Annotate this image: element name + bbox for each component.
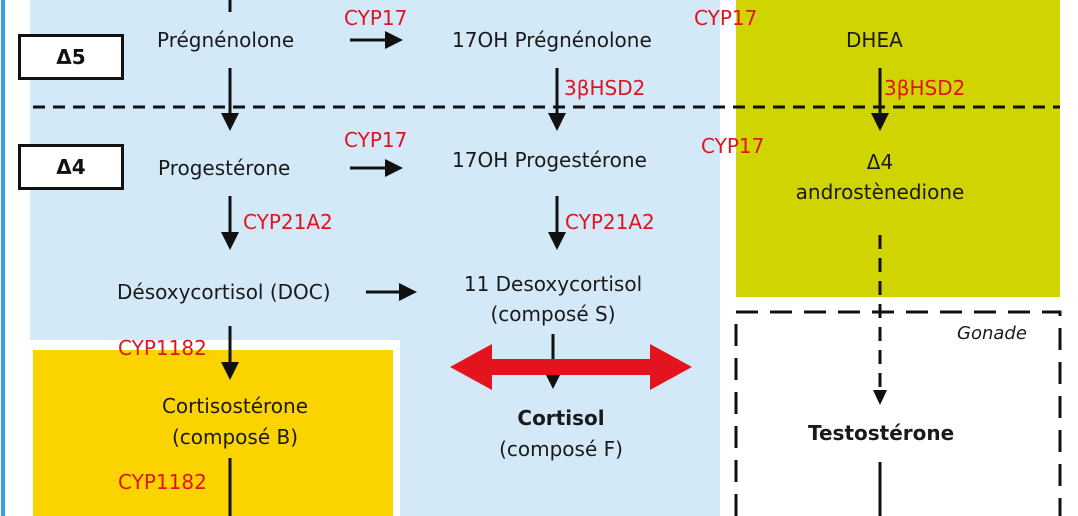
progesterone: Progestérone (158, 156, 291, 180)
mineralocorticoid-zone (33, 350, 393, 516)
delta4-badge: Δ4 (18, 144, 124, 190)
desoxycortisol11-line1: 11 Desoxycortisol (463, 272, 643, 296)
desoxycortisol-doc: Désoxycortisol (DOC) (117, 280, 331, 304)
delta5-label: Δ5 (56, 45, 86, 69)
delta4-label: Δ4 (56, 155, 86, 179)
pregnenolone: Prégnénolone (157, 28, 295, 52)
enzyme-hsd-b: 3βHSD2 (884, 76, 966, 100)
enzyme-cyp11-b: CYP1182 (118, 470, 207, 494)
enzyme-cyp21-b: CYP21A2 (565, 210, 655, 234)
adrenal-zone (30, 0, 720, 340)
enzyme-hsd-a: 3βHSD2 (564, 76, 646, 100)
delta5-badge: Δ5 (18, 34, 124, 80)
enzyme-cyp21-a: CYP21A2 (243, 210, 333, 234)
enzyme-cyp17-b: CYP17 (694, 6, 758, 30)
testosterone: Testostérone (808, 421, 955, 445)
androstenedione-line2: androstènedione (795, 180, 965, 204)
enzyme-cyp17-d: CYP17 (701, 134, 765, 158)
oh-progesterone: 17OH Progestérone (452, 148, 647, 172)
oh-pregnenolone: 17OH Prégnénolone (452, 28, 652, 52)
corticosterone-line2: (composé B) (171, 425, 299, 449)
enzyme-cyp11-a: CYP1182 (118, 336, 207, 360)
enzyme-cyp17-a: CYP17 (344, 6, 408, 30)
androgen-zone (736, 0, 1060, 297)
desoxycortisol11-line2: (composé S) (490, 302, 616, 326)
double-arrow (450, 344, 692, 390)
corticosterone-line1: Cortisostérone (161, 394, 309, 418)
enzyme-cyp17-c: CYP17 (344, 128, 408, 152)
dhea: DHEA (846, 28, 903, 52)
gonade-label: Gonade (957, 323, 1027, 344)
androstenedione-line1: Δ4 (866, 150, 894, 174)
cortisol-line1: Cortisol (517, 406, 605, 430)
cortisol-line2: (composé F) (499, 437, 623, 461)
